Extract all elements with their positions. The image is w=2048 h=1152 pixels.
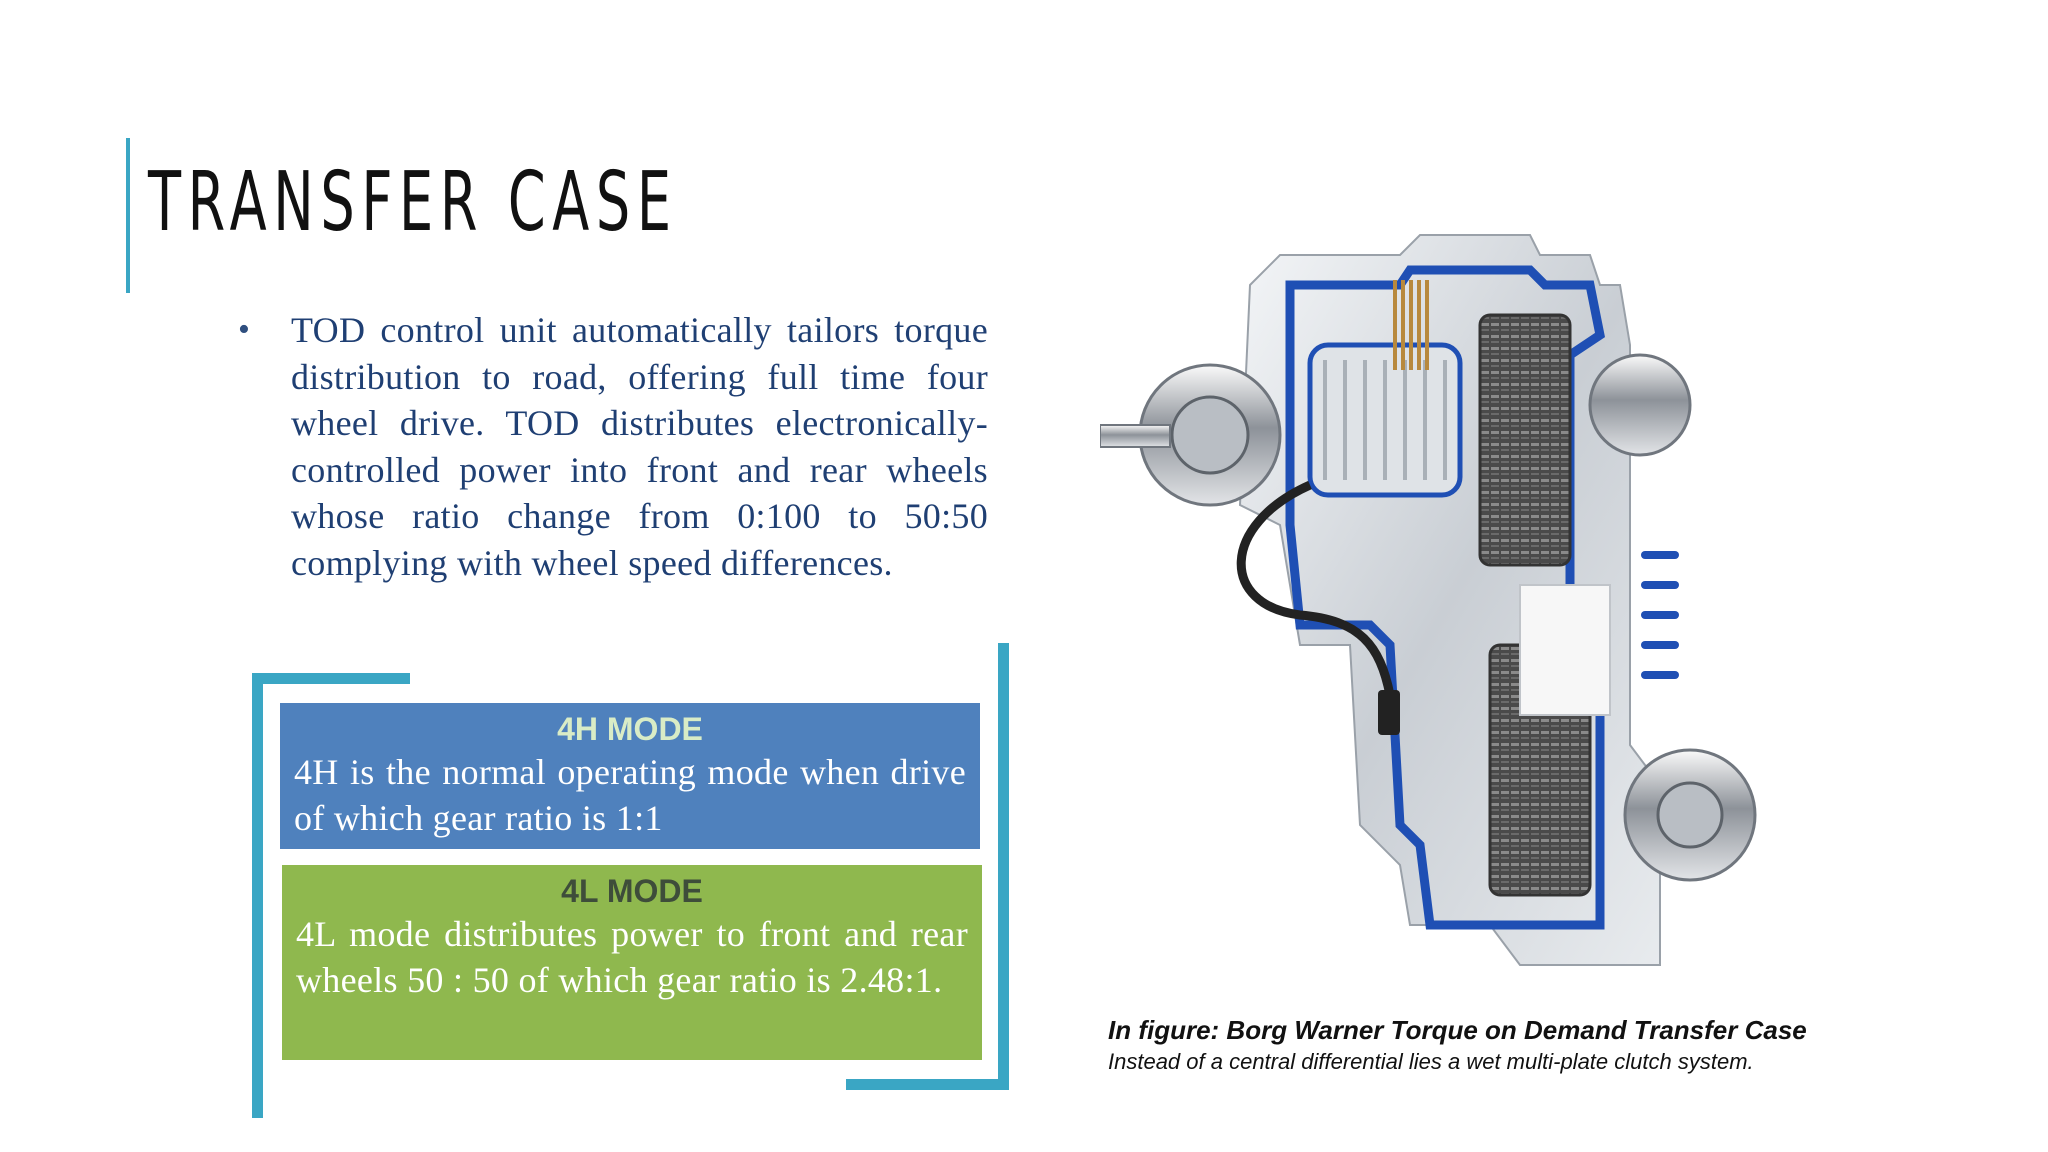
mode-box-4l: 4L MODE 4L mode distributes power to fro… xyxy=(282,865,982,1060)
figure-caption-subtitle: Instead of a central differential lies a… xyxy=(1108,1049,1754,1074)
bracket-frame-top-left xyxy=(252,673,410,684)
mode-text-4h: 4H is the normal operating mode when dri… xyxy=(294,752,966,838)
mode-box-4h: 4H MODE 4H is the normal operating mode … xyxy=(280,703,980,849)
bracket-frame-right xyxy=(998,643,1009,1090)
figure-caption-title: In figure: Borg Warner Torque on Demand … xyxy=(1108,1015,1807,1045)
figure-caption: In figure: Borg Warner Torque on Demand … xyxy=(1108,1013,1807,1077)
mode-title-4h: 4H MODE xyxy=(557,711,703,747)
bullet-text: TOD control unit automatically tailors t… xyxy=(291,310,988,583)
title-accent-bar xyxy=(126,138,130,293)
bullet-marker: • xyxy=(238,311,250,348)
mode-title-4l: 4L MODE xyxy=(561,873,703,909)
mode-text-4l: 4L mode distributes power to front and r… xyxy=(296,914,968,1000)
slide-title: TRANSFER CASE xyxy=(148,155,678,250)
bracket-frame-left xyxy=(252,673,263,1118)
bracket-frame-bottom-right xyxy=(846,1079,1009,1090)
transfer-case-cutaway-image xyxy=(1100,234,1757,966)
